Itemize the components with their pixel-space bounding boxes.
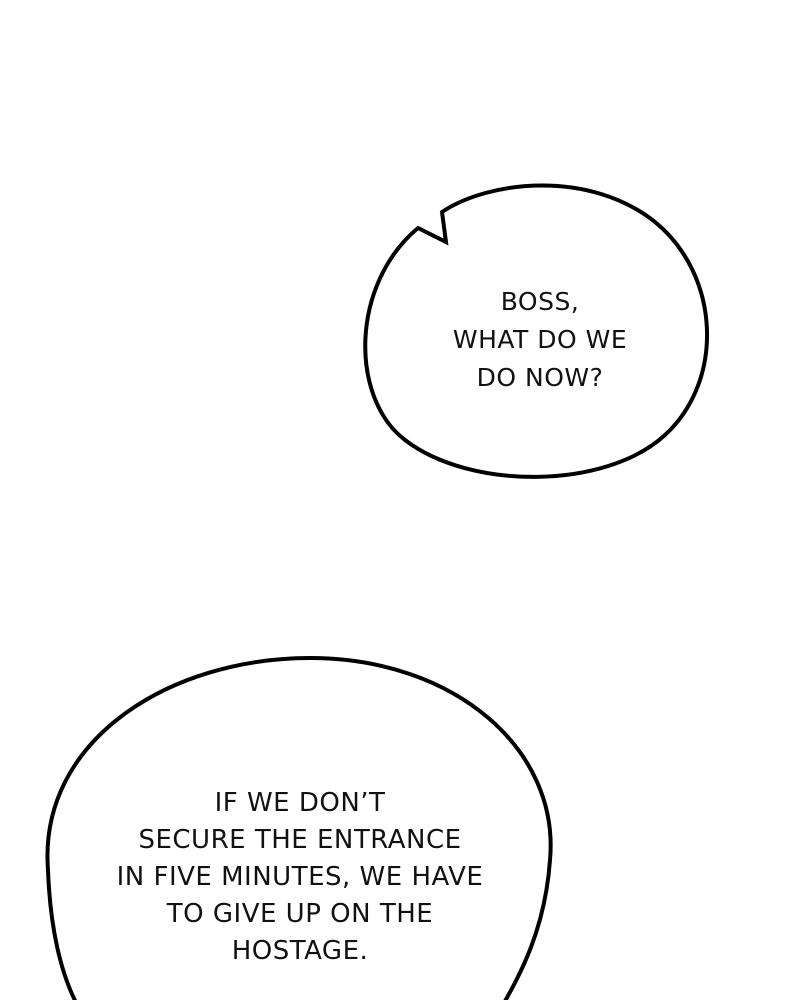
speech-text-top: BOSS, WHAT DO WE DO NOW? (400, 283, 680, 397)
speech-line: HOSTAGE. (231, 936, 369, 966)
speech-line: WHAT DO WE (452, 325, 628, 354)
speech-line: IN FIVE MINUTES, WE HAVE (116, 862, 484, 892)
speech-line: TO GIVE UP ON THE (166, 899, 434, 929)
speech-line: IF WE DON’T (214, 788, 386, 818)
speech-line: DO NOW? (476, 363, 604, 392)
speech-bubble-top (363, 183, 710, 479)
speech-text-bottom: IF WE DON’T SECURE THE ENTRANCE IN FIVE … (70, 785, 530, 970)
speech-line: SECURE THE ENTRANCE (138, 825, 462, 855)
speech-bubble-bottom (45, 655, 553, 1000)
speech-line: BOSS, (500, 287, 580, 316)
